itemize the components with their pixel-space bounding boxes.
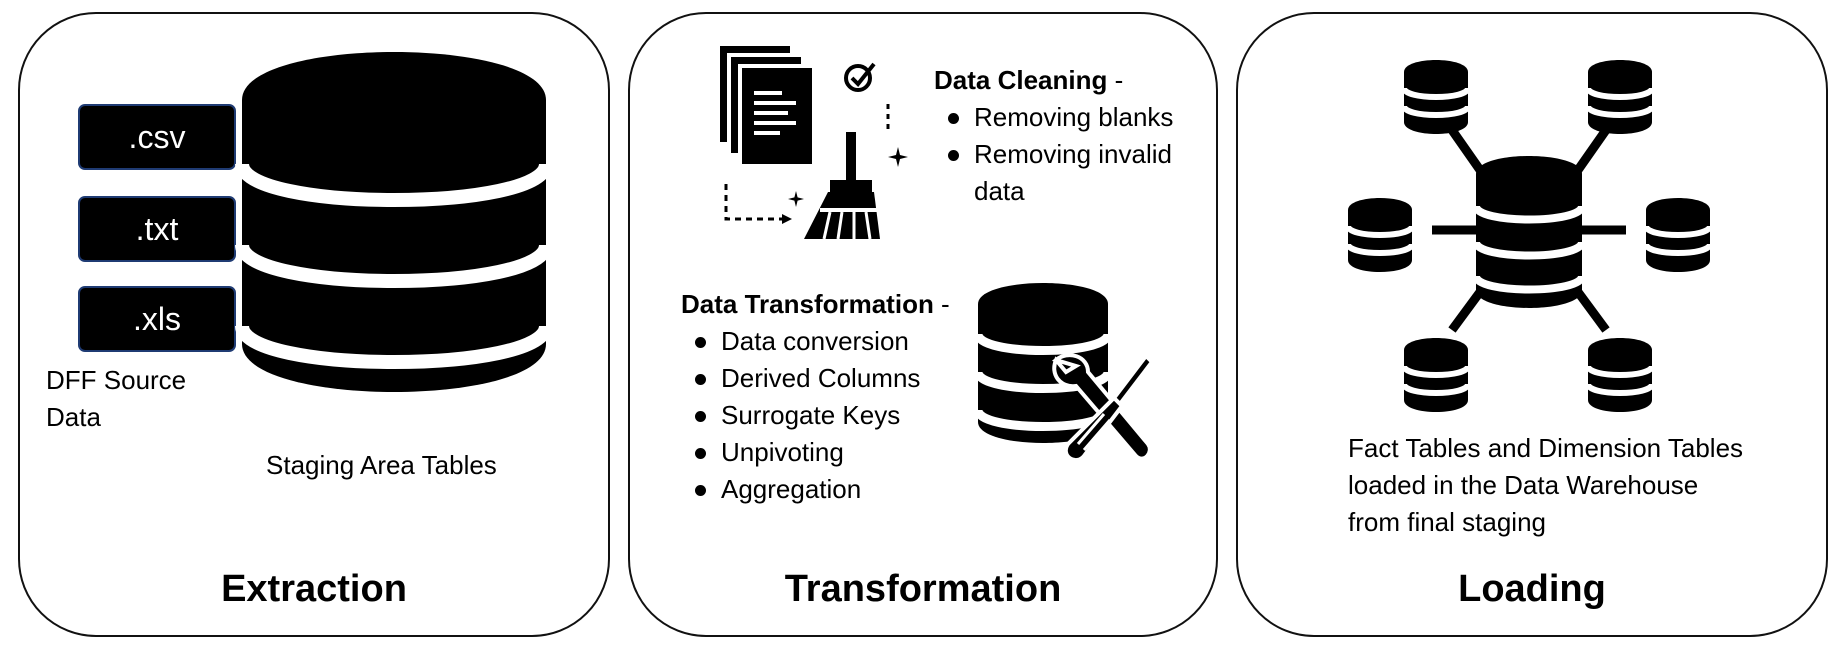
star-schema-icon	[1348, 46, 1710, 416]
transform-section: Data Transformation - Data conversion De…	[681, 286, 1001, 508]
xls-file-tag: .xls	[78, 286, 236, 352]
extraction-title: Extraction	[221, 568, 407, 610]
staging-area-label: Staging Area Tables	[266, 450, 497, 480]
transform-heading-suffix: -	[933, 289, 950, 319]
transform-item: Derived Columns	[685, 360, 1001, 397]
csv-file-tag: .csv	[78, 104, 236, 170]
documents-icon	[720, 46, 812, 164]
checkbox-icon	[844, 62, 876, 92]
loading-title: Loading	[1458, 568, 1606, 610]
cleaning-item: Removing invalid data	[938, 136, 1204, 210]
loading-panel: Fact Tables and Dimension Tables loaded …	[1236, 12, 1828, 637]
cleaning-section: Data Cleaning - Removing blanks Removing…	[934, 62, 1214, 210]
transform-item: Surrogate Keys	[685, 397, 1001, 434]
transform-item: Unpivoting	[685, 434, 1001, 471]
fact-table-icon	[1472, 156, 1586, 308]
transform-heading: Data Transformation	[681, 289, 934, 319]
database-icon	[973, 283, 1113, 443]
wrench-icon	[1051, 353, 1152, 461]
source-data-label: DFF Source Data	[46, 365, 187, 432]
cleaning-heading-suffix: -	[1107, 65, 1124, 95]
cleaning-heading: Data Cleaning	[934, 65, 1108, 95]
broom-icon	[724, 104, 890, 240]
extraction-panel: .csv .txt .xls DFF Source Data Staging A…	[18, 12, 610, 637]
database-icon	[235, 52, 553, 392]
loading-description: Fact Tables and Dimension Tables loaded …	[1348, 433, 1744, 537]
sparkle-icon	[888, 147, 908, 167]
sparkle-icon	[788, 191, 804, 207]
transformation-panel: Data Cleaning - Removing blanks Removing…	[628, 12, 1218, 637]
txt-file-tag: .txt	[78, 196, 236, 262]
transform-item: Data conversion	[685, 323, 1001, 360]
cleaning-item: Removing blanks	[938, 99, 1214, 136]
transformation-title: Transformation	[784, 568, 1062, 610]
screwdriver-icon	[1064, 352, 1155, 463]
transform-item: Aggregation	[685, 471, 1001, 508]
